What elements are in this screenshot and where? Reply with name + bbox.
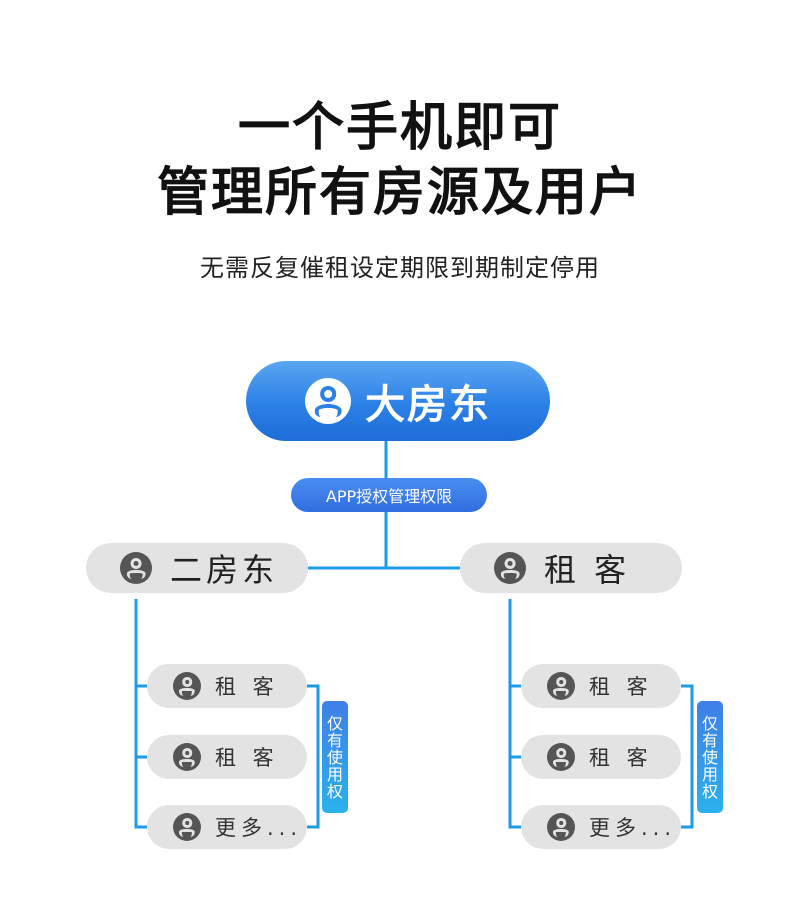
right-tree-line <box>508 599 521 829</box>
title-line-2: 管理所有房源及用户 <box>156 163 643 223</box>
left-bracket <box>307 684 320 829</box>
left-tree-line <box>134 599 147 829</box>
person-icon <box>173 672 201 700</box>
person-icon <box>547 672 575 700</box>
left-child-label: 租 客 <box>215 746 279 770</box>
right-child-label: 更多... <box>589 816 677 840</box>
subtitle: 无需反复催租设定期限到期制定停用 <box>200 254 600 282</box>
person-icon <box>494 552 526 584</box>
right-child-node: 租 客 <box>521 735 681 779</box>
right-bracket <box>681 684 694 829</box>
right-branch-label: 租 客 <box>544 551 631 589</box>
left-child-node: 租 客 <box>147 664 307 708</box>
left-child-label: 更多... <box>215 816 303 840</box>
right-child-node: 更多... <box>521 805 681 849</box>
right-child-node: 租 客 <box>521 664 681 708</box>
permission-label: APP授权管理权限 <box>291 478 487 512</box>
root-node: 大房东 <box>246 361 550 441</box>
title-line-1: 一个手机即可 <box>237 98 562 158</box>
right-child-label: 租 客 <box>589 675 653 699</box>
person-icon <box>173 813 201 841</box>
person-icon <box>547 813 575 841</box>
root-node-label: 大房东 <box>365 382 491 428</box>
left-child-node: 租 客 <box>147 735 307 779</box>
usage-rights-badge: 仅有使用权 <box>697 701 723 813</box>
left-child-node: 更多... <box>147 805 307 849</box>
person-icon <box>305 378 351 424</box>
person-icon <box>173 743 201 771</box>
usage-rights-badge: 仅有使用权 <box>322 701 348 813</box>
person-icon <box>547 743 575 771</box>
left-branch-node: 二房东 <box>86 543 308 593</box>
left-branch-label: 二房东 <box>170 551 279 589</box>
person-icon <box>120 552 152 584</box>
right-child-label: 租 客 <box>589 746 653 770</box>
left-child-label: 租 客 <box>215 675 279 699</box>
right-branch-node: 租 客 <box>460 543 682 593</box>
